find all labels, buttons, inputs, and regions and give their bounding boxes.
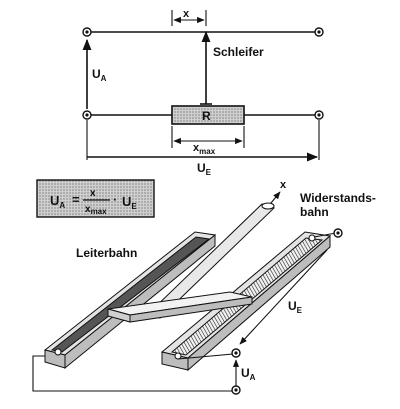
wire-resistance-to-terminal bbox=[177, 353, 234, 360]
xmax-label: xmax bbox=[193, 142, 216, 156]
conductor-track-label: Leiterbahn bbox=[76, 246, 137, 260]
resistance-track-label-line1: Widerstands- bbox=[300, 191, 376, 205]
resistor-body bbox=[171, 105, 245, 125]
formula-denominator: xmax bbox=[85, 204, 107, 216]
wiper-label: Schleifer bbox=[213, 45, 264, 59]
ue-label: UE bbox=[197, 161, 212, 177]
resistance-terminal-left bbox=[174, 352, 182, 360]
perspective-drawing: x Widerstands- bahn Leiterbahn U bbox=[32, 179, 376, 395]
conductor-terminal-screw bbox=[54, 348, 62, 356]
formula-lhs: UA bbox=[50, 193, 65, 210]
wire-right-terminal bbox=[313, 232, 337, 238]
wiper-bridge-side bbox=[129, 296, 253, 323]
terminal-top-right bbox=[314, 27, 324, 37]
resistance-track-side bbox=[187, 234, 331, 372]
formula-rhs: UE bbox=[122, 194, 137, 211]
ua-persp-label: UA bbox=[241, 366, 256, 382]
wire-conductor-loop bbox=[32, 355, 232, 392]
schematic: R Schleifer x UA xmax UE bbox=[82, 8, 324, 177]
terminal-persp-right bbox=[333, 228, 343, 238]
terminal-mid-left bbox=[82, 110, 92, 120]
formula-box: UA = x xmax · UE bbox=[36, 179, 155, 218]
guide-rod-end bbox=[261, 202, 275, 210]
formula-multiply: · bbox=[113, 192, 117, 207]
formula-numerator: x bbox=[90, 188, 96, 199]
ue-persp-arrow bbox=[239, 249, 328, 345]
terminal-persp-bottom bbox=[231, 385, 241, 395]
terminal-persp-bottom-top bbox=[231, 348, 241, 358]
terminal-mid-right bbox=[314, 110, 324, 120]
resistance-track-label-line2: bahn bbox=[300, 205, 329, 219]
formula-equals: = bbox=[72, 192, 80, 207]
ua-label: UA bbox=[92, 67, 107, 83]
resistance-terminal-right bbox=[308, 234, 316, 242]
conductor-track-side bbox=[64, 233, 216, 370]
terminal-top-left bbox=[82, 27, 92, 37]
resistor-label: R bbox=[202, 109, 211, 123]
ue-persp-label: UE bbox=[288, 299, 303, 315]
x-dim-label: x bbox=[183, 8, 190, 20]
x-axis-label: x bbox=[280, 179, 287, 191]
